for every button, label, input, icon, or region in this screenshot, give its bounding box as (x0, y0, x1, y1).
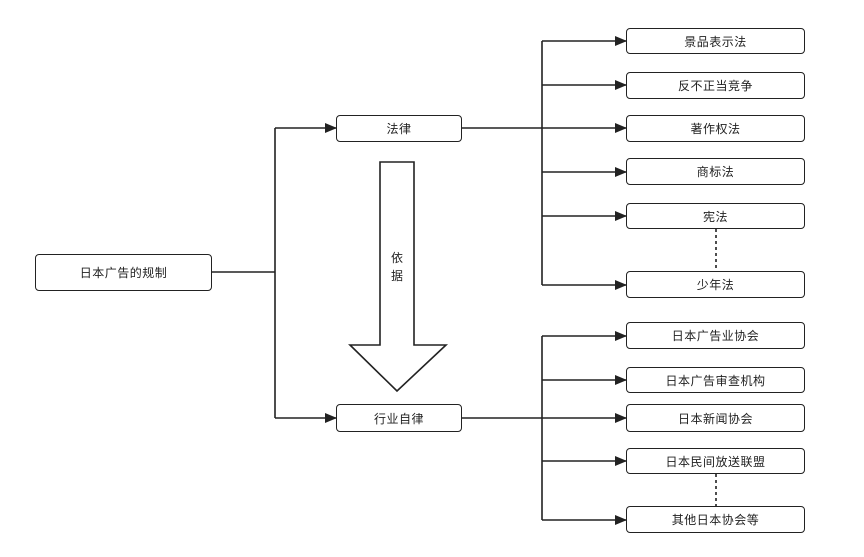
self-regulation-leaf-5: 其他日本协会等 (626, 506, 805, 533)
law-leaf-2: 反不正当竞争 (626, 72, 805, 99)
self-regulation-node: 行业自律 (336, 404, 462, 432)
self-regulation-leaf-2: 日本广告审查机构 (626, 367, 805, 393)
law-leaf-5: 宪法 (626, 203, 805, 229)
law-node: 法律 (336, 115, 462, 142)
root-node: 日本广告的规制 (35, 254, 212, 291)
self-regulation-leaf-3: 日本新闻协会 (626, 404, 805, 432)
law-leaf-3: 著作权法 (626, 115, 805, 142)
self-regulation-leaf-1: 日本广告业协会 (626, 322, 805, 349)
law-leaf-4: 商标法 (626, 158, 805, 185)
basis-down-arrow (348, 161, 449, 393)
law-leaf-6: 少年法 (626, 271, 805, 298)
self-regulation-leaf-4: 日本民间放送联盟 (626, 448, 805, 474)
basis-label-char-2: 据 (390, 269, 403, 283)
basis-label-char-1: 依 (390, 251, 403, 265)
law-leaf-1: 景品表示法 (626, 28, 805, 54)
